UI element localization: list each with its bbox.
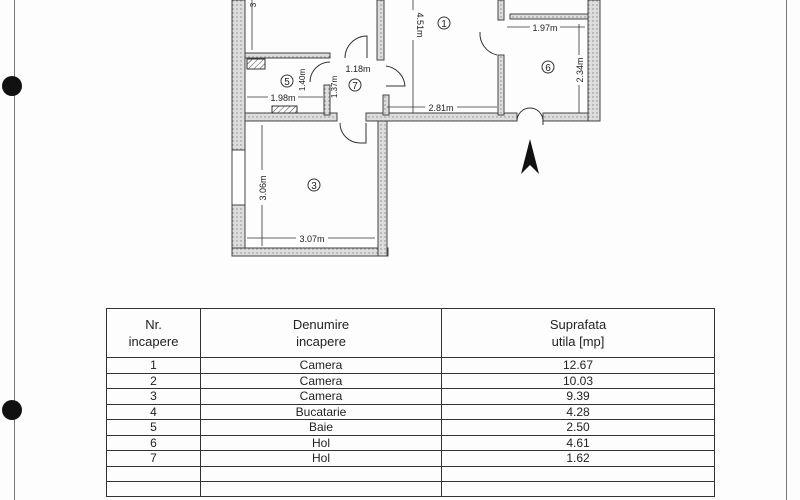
cell-nr: 3 — [106, 388, 201, 405]
table-row-empty — [106, 465, 715, 482]
dim-1-98: 1.98m — [270, 93, 295, 103]
floor-plan: 4.51m 1.97m 1.18m 2.34m 1.98m 2.81m 3.06… — [231, 0, 601, 257]
room-labels: 1 3 5 6 7 — [280, 16, 555, 192]
header-text: incapere — [296, 334, 346, 349]
room-label-3: 3 — [311, 181, 317, 192]
cell-nr: 4 — [106, 403, 201, 420]
cell-nr: 1 — [106, 357, 201, 374]
sink-fixture — [246, 58, 266, 70]
cell-name: Camera — [200, 388, 442, 405]
cell-nr: 7 — [106, 450, 201, 467]
walls — [231, 0, 601, 257]
header-text: Nr. — [145, 317, 162, 332]
cell-empty — [441, 465, 715, 482]
cell-empty — [106, 465, 201, 482]
cell-area: 2.50 — [441, 419, 715, 436]
header-text: Denumire — [292, 317, 350, 332]
cell-empty — [441, 480, 715, 497]
header-name: Denumire incapere — [200, 308, 442, 358]
dim-partial: 3 — [249, 2, 258, 7]
cell-nr: 5 — [106, 419, 201, 436]
dim-3-07: 3.07m — [299, 234, 324, 244]
dim-1-37: 1.37m — [330, 76, 339, 99]
cell-name: Hol — [200, 434, 442, 451]
cell-area: 9.39 — [441, 388, 715, 405]
table-header-row: Nr. incapere Denumire incapere Suprafata ut… — [106, 308, 715, 358]
dim-1-40: 1.40m — [298, 69, 307, 92]
cell-area: 12.67 — [441, 357, 715, 374]
doors — [309, 31, 544, 144]
header-text: Suprafata — [549, 317, 607, 332]
room-label-5: 5 — [284, 77, 290, 88]
cell-empty — [106, 480, 201, 497]
punch-hole — [2, 76, 22, 96]
bath-fixture — [271, 105, 298, 114]
dim-2-34: 2.34m — [575, 57, 585, 82]
cell-empty — [200, 465, 442, 482]
cell-area: 4.61 — [441, 434, 715, 451]
room-label-6: 6 — [545, 63, 551, 74]
cell-name: Camera — [200, 372, 442, 389]
header-text: incapere — [128, 334, 179, 349]
cell-name: Baie — [200, 419, 442, 436]
dim-2-81: 2.81m — [428, 103, 453, 113]
room-label-1: 1 — [441, 19, 447, 30]
cell-empty — [200, 480, 442, 497]
dim-3-06: 3.06m — [258, 175, 268, 200]
cell-nr: 6 — [106, 434, 201, 451]
dim-1-97: 1.97m — [532, 23, 557, 33]
left-margin-line — [14, 0, 15, 500]
cell-name: Camera — [200, 357, 442, 374]
punch-hole — [2, 400, 22, 420]
cell-name: Hol — [200, 450, 442, 467]
cell-nr: 2 — [106, 372, 201, 389]
rooms-table: Nr. incapere Denumire incapere Suprafata ut… — [106, 308, 715, 497]
cell-area: 1.62 — [441, 450, 715, 467]
table-row-empty — [106, 480, 715, 497]
cell-area: 10.03 — [441, 372, 715, 389]
dim-4-51: 4.51m — [415, 12, 425, 37]
header-nr: Nr. incapere — [106, 308, 201, 358]
dim-1-18: 1.18m — [345, 64, 370, 74]
header-area: Suprafata utila [mp] — [441, 308, 715, 358]
cell-area: 4.28 — [441, 403, 715, 420]
header-text: utila [mp] — [551, 334, 605, 349]
north-arrow-icon — [521, 139, 539, 174]
right-margin-line — [786, 0, 787, 500]
cell-name: Bucatarie — [200, 403, 442, 420]
dimension-labels: 4.51m 1.97m 1.18m 2.34m 1.98m 2.81m 3.06… — [249, 2, 585, 244]
room-label-7: 7 — [352, 81, 358, 92]
